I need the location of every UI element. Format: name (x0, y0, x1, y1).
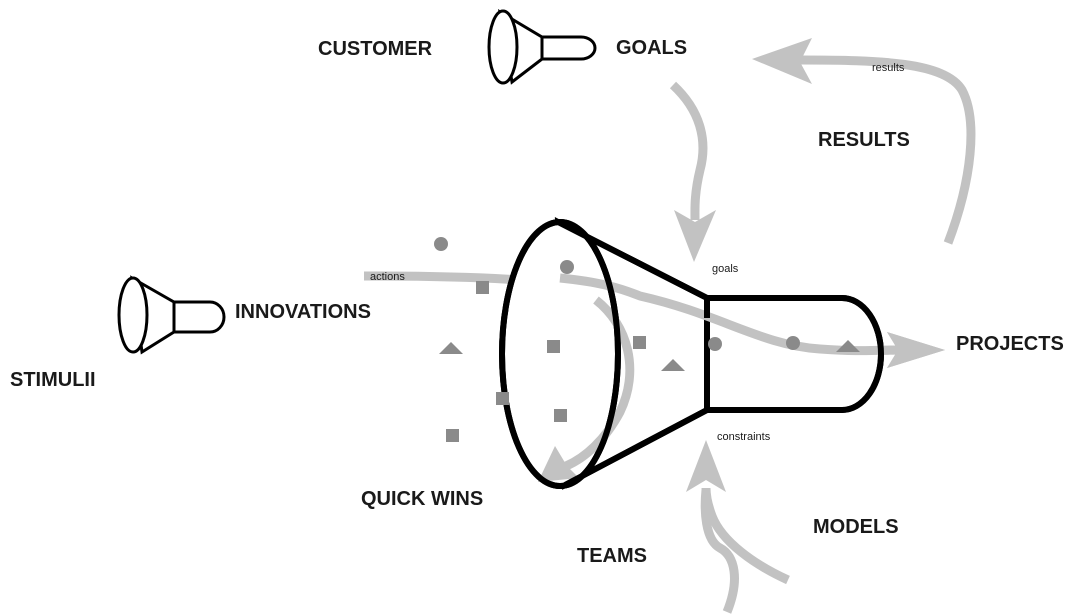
models-flow-branch (701, 487, 790, 585)
constraints-arrowhead (686, 440, 726, 492)
idea-square (476, 281, 489, 294)
idea-circle (786, 336, 800, 350)
projects-arrowhead-front (887, 332, 945, 368)
stimulii-funnel-body (130, 275, 226, 355)
results-flow-label: results (872, 62, 905, 74)
main-funnel (499, 217, 884, 490)
constraints-flow-label: constraints (717, 431, 771, 443)
customer-funnel (487, 9, 597, 85)
stimulii-funnel (117, 275, 226, 355)
idea-markers (434, 237, 860, 442)
goals-flow-label: goals (712, 263, 739, 275)
idea-triangle (661, 359, 685, 371)
idea-circle (434, 237, 448, 251)
results-arrowhead (752, 38, 812, 84)
quick-wins-arrowhead-front (538, 446, 579, 482)
idea-square (633, 336, 646, 349)
actions-flow-label: actions (370, 271, 405, 283)
idea-circle (560, 260, 574, 274)
idea-square (446, 429, 459, 442)
innovations-label: INNOVATIONS (235, 301, 371, 323)
goals-label: GOALS (616, 37, 687, 59)
projects-label: PROJECTS (956, 333, 1064, 355)
goals-flow-arrow (669, 81, 708, 221)
funnel-spout-top (707, 295, 884, 413)
customer-funnel-mouth (487, 9, 519, 85)
idea-square (547, 340, 560, 353)
models-label: MODELS (813, 516, 899, 538)
idea-circle (708, 337, 722, 351)
results-flow-arrow (799, 55, 976, 245)
stimulii-funnel-mouth (117, 276, 149, 354)
results-label: RESULTS (818, 129, 910, 151)
idea-triangle (836, 340, 860, 352)
stimulii-label: STIMULII (10, 369, 96, 391)
goals-arrowhead (674, 210, 716, 262)
customer-funnel-body (497, 9, 597, 85)
quick-wins-label: QUICK WINS (361, 488, 483, 510)
idea-square (554, 409, 567, 422)
funnel-mouth-rim (499, 219, 621, 489)
idea-square (496, 392, 509, 405)
teams-label: TEAMS (577, 545, 647, 567)
idea-triangle (439, 342, 463, 354)
customer-label: CUSTOMER (318, 38, 433, 60)
